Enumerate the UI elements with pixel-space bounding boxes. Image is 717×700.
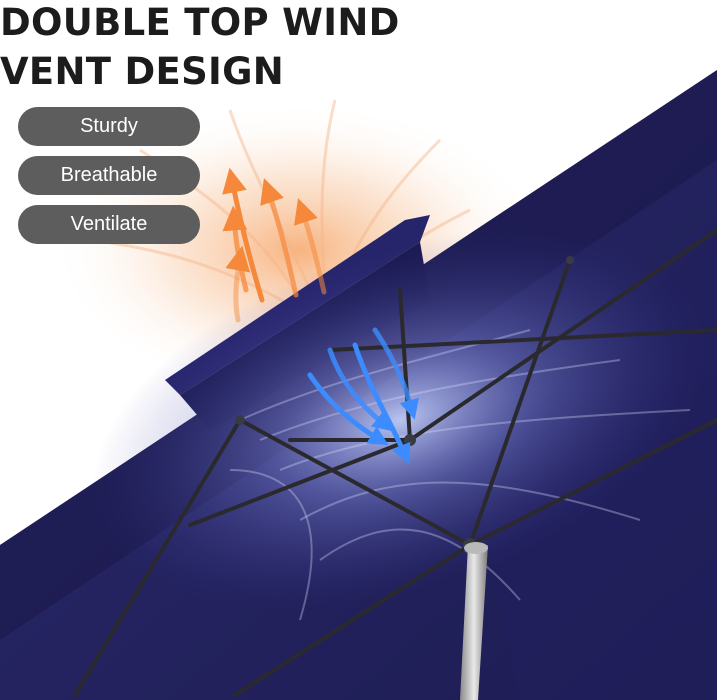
- down-arrow-icon: [352, 342, 411, 465]
- umbrella-pole: [460, 545, 488, 700]
- warm-air-arrows: [222, 167, 327, 323]
- up-arrow-icon: [222, 167, 265, 303]
- headline-line-1: DOUBLE TOP WIND: [0, 1, 400, 44]
- down-arrow-icon: [372, 327, 419, 420]
- feature-pill-ventilate: Ventilate: [18, 205, 200, 244]
- down-arrow-icon: [327, 347, 393, 432]
- up-arrow-icon: [260, 178, 299, 298]
- pole-hub: [464, 542, 488, 554]
- feature-pill-sturdy: Sturdy: [18, 107, 200, 146]
- feature-list: Sturdy Breathable Ventilate: [18, 107, 200, 254]
- headline-line-2: VENT DESIGN: [0, 50, 285, 93]
- up-arrow-icon: [294, 198, 327, 295]
- cool-air-arrows: [307, 327, 419, 465]
- down-arrow-icon: [307, 372, 389, 446]
- umbrella-frame: [73, 228, 717, 697]
- up-arrow-icon: [225, 245, 251, 323]
- airflow-streaks: [229, 329, 691, 621]
- headline: DOUBLE TOP WIND VENT DESIGN: [0, 0, 400, 96]
- feature-pill-breathable: Breathable: [18, 156, 200, 195]
- interior-light: [91, 230, 709, 610]
